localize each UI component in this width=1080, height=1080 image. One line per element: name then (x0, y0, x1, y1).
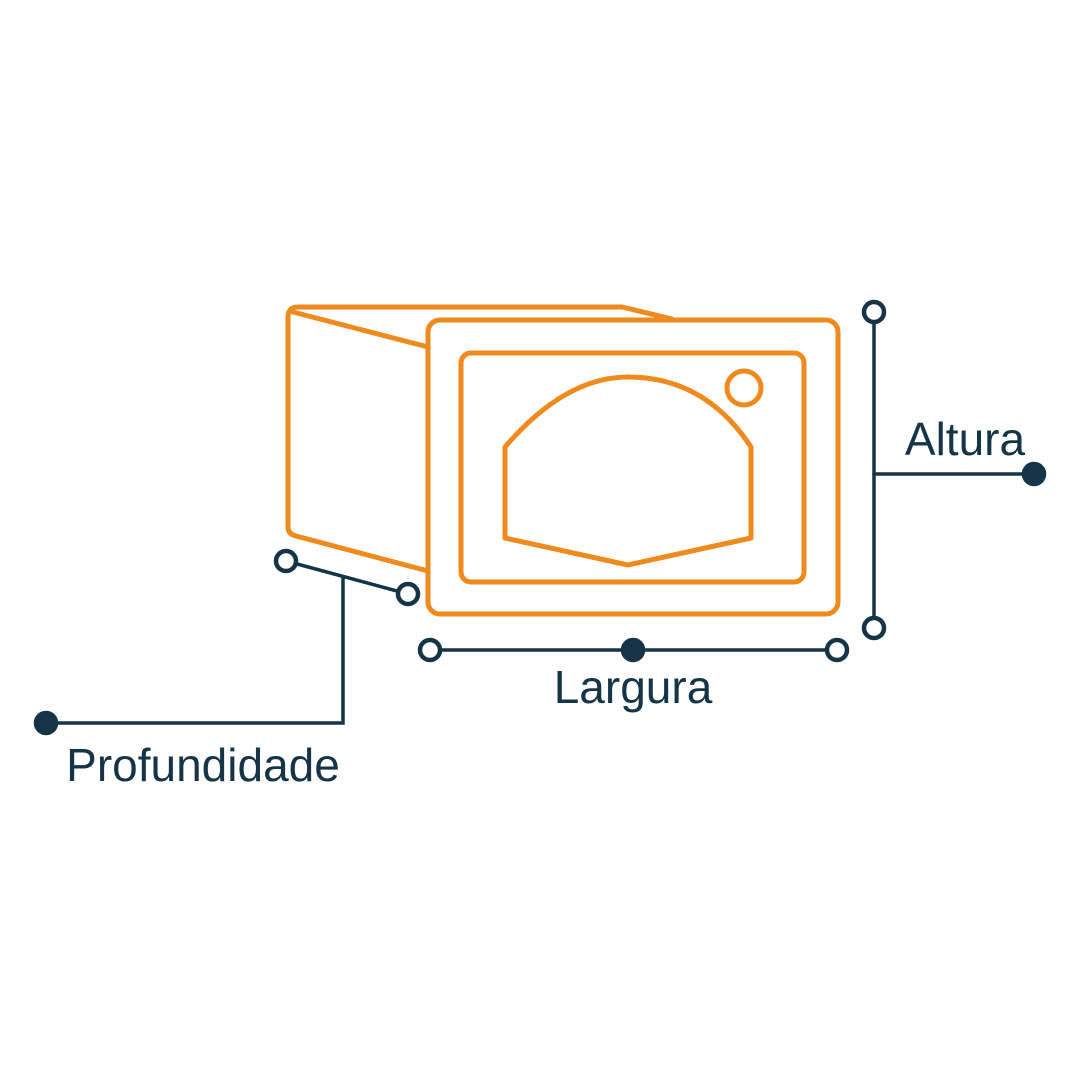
door-window (458, 350, 807, 585)
dome-shape (502, 374, 754, 568)
side-panel-top-diagonal (290, 309, 431, 350)
depth-leader (44, 575, 345, 725)
depth-left-marker (273, 548, 299, 574)
height-bottom-marker (861, 615, 887, 641)
height-label: Altura (905, 413, 1026, 465)
height-top-marker (861, 299, 887, 325)
dimension-markers (33, 299, 1047, 736)
width-right-marker (824, 637, 850, 663)
depth-label-dot (33, 710, 59, 736)
appliance-outline (285, 304, 841, 617)
width-mid-dot (620, 637, 646, 663)
width-left-marker (417, 637, 443, 663)
depth-line (284, 559, 410, 596)
depth-right-marker (395, 581, 421, 607)
width-label: Largura (554, 661, 713, 713)
dimension-lines (44, 310, 1036, 725)
depth-label: Profundidade (66, 739, 340, 791)
front-frame (425, 317, 841, 617)
knob-circle (724, 368, 764, 408)
height-label-dot (1021, 461, 1047, 487)
side-panel (285, 304, 675, 574)
